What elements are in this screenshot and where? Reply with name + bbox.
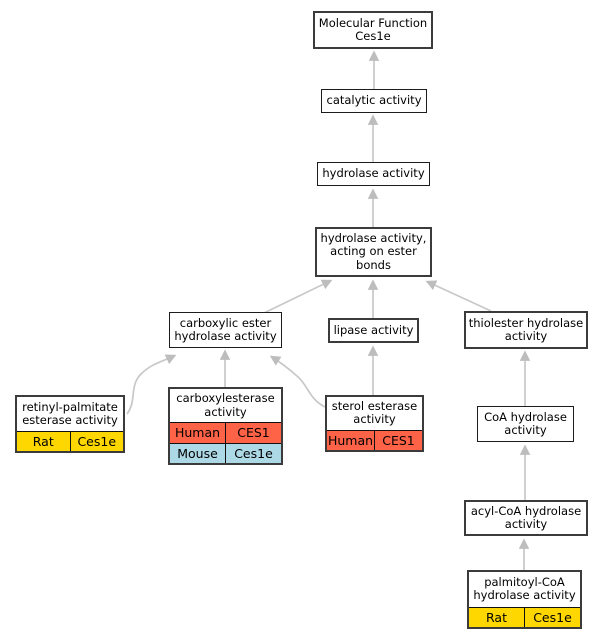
go-node-carboxylesterase[interactable]: carboxylesterase activity Human CES1 Mou… — [168, 387, 283, 465]
go-term-label: acyl-CoA hydrolase activity — [470, 503, 582, 531]
go-term-label: carboxylesterase activity — [176, 391, 275, 419]
go-node-sterol-esterase[interactable]: sterol esterase activity Human CES1 — [325, 395, 424, 452]
go-term-label: lipase activity — [333, 322, 414, 337]
go-node-molecular-function-ces1e[interactable]: Molecular Function Ces1e — [313, 11, 433, 49]
go-term-label: Molecular Function Ces1e — [318, 15, 428, 43]
annotation-gene[interactable]: Ces1e — [524, 606, 580, 627]
edge-sterol-to-carboxylic — [269, 355, 326, 408]
go-node-catalytic-activity[interactable]: catalytic activity — [321, 89, 427, 113]
go-term-label: hydrolase activity, acting on ester bond… — [320, 231, 427, 272]
go-term-label: CoA hydrolase activity — [484, 409, 567, 437]
go-term-label: retinyl-palmitate esterase activity — [22, 399, 118, 427]
go-term-label: hydrolase activity — [322, 166, 425, 181]
annotation-gene[interactable]: CES1 — [225, 422, 281, 443]
annotation-species[interactable]: Mouse — [170, 442, 226, 463]
go-node-hydrolase-activity[interactable]: hydrolase activity — [317, 162, 430, 186]
annotation-gene[interactable]: Ces1e — [70, 430, 123, 451]
go-term-label: sterol esterase activity — [331, 399, 418, 427]
go-term-label: carboxylic ester hydrolase activity — [174, 315, 277, 343]
go-node-acyl-coa-hydrolase[interactable]: acyl-CoA hydrolase activity — [464, 500, 588, 536]
annotation-row: Mouse Ces1e — [170, 442, 281, 463]
annotation-species[interactable]: Rat — [17, 430, 71, 451]
annotation-species[interactable]: Rat — [469, 606, 525, 627]
go-node-coa-hydrolase[interactable]: CoA hydrolase activity — [477, 406, 574, 442]
annotation-row: Human CES1 — [327, 429, 422, 450]
go-node-carboxylic-ester-hydrolase[interactable]: carboxylic ester hydrolase activity — [169, 312, 282, 348]
edge-thiolester-to-esterbonds — [425, 280, 492, 312]
go-term-label: catalytic activity — [326, 93, 422, 108]
annotation-table: Human CES1 — [327, 429, 422, 450]
edge-carboxylic-to-esterbonds — [263, 279, 333, 314]
go-node-retinyl-palmitate-esterase[interactable]: retinyl-palmitate esterase activity Rat … — [15, 395, 125, 453]
go-node-hydrolase-ester-bonds[interactable]: hydrolase activity, acting on ester bond… — [315, 227, 432, 277]
go-node-lipase-activity[interactable]: lipase activity — [328, 318, 419, 343]
go-node-thiolester-hydrolase[interactable]: thiolester hydrolase activity — [464, 311, 588, 349]
annotation-row: Human CES1 — [170, 422, 281, 443]
annotation-table: Rat Ces1e — [17, 430, 123, 451]
annotation-species[interactable]: Human — [170, 422, 226, 443]
annotation-species[interactable]: Human — [327, 429, 375, 450]
edge-retinyl-to-carboxylic — [126, 354, 177, 415]
go-term-label: thiolester hydrolase activity — [468, 315, 584, 343]
annotation-gene[interactable]: Ces1e — [225, 442, 281, 463]
go-node-palmitoyl-coa-hydrolase[interactable]: palmitoyl-CoA hydrolase activity Rat Ces… — [467, 570, 582, 629]
annotation-table: Human CES1 Mouse Ces1e — [170, 422, 281, 463]
go-term-label: palmitoyl-CoA hydrolase activity — [473, 575, 576, 603]
annotation-gene[interactable]: CES1 — [374, 429, 422, 450]
annotation-row: Rat Ces1e — [17, 430, 123, 451]
annotation-row: Rat Ces1e — [469, 606, 580, 627]
annotation-table: Rat Ces1e — [469, 606, 580, 627]
